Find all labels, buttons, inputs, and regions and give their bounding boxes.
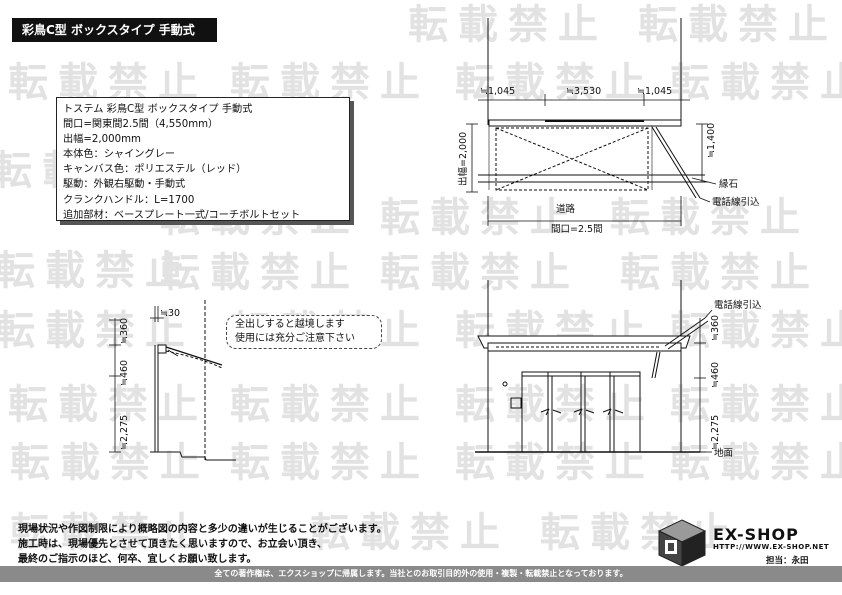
spec-line: 本体色：シャイングレー: [63, 149, 176, 161]
side-dim-2275: ≒2,275: [119, 415, 130, 450]
plan-phone-line: 電話線引込: [712, 196, 760, 208]
side-labels: ≒30 ≒360 ≒460 ≒2,275: [119, 308, 180, 450]
side-dim-360: ≒360: [119, 318, 130, 344]
spec-line: 出幅=2,000mm: [63, 134, 141, 146]
logo-name: EX-SHOP: [713, 525, 799, 544]
page-title: 彩鳥C型 ボックスタイプ 手動式: [12, 18, 217, 42]
plan-dim-center: ≒3,530: [566, 86, 601, 97]
site-notice: 現場状況や作図制限により概略図の内容と多少の違いが生じることがございます。 施工…: [18, 522, 387, 567]
side-dim-460: ≒460: [119, 360, 130, 386]
plan-dim-left: ≒1,045: [480, 86, 515, 97]
front-phone-line: 電話線引込: [714, 299, 762, 311]
note-line: 使用には充分ご注意下さい: [235, 333, 355, 344]
notice-line: 最終のご指示のほど、何卒、宜しくお願い致します。: [18, 554, 257, 565]
front-dim-2275: ≒2,275: [710, 415, 721, 450]
plan-height: ≒1,400: [706, 123, 717, 158]
spec-line: クランクハンドル：L=1700: [63, 194, 195, 206]
note-line: 全出しすると越境します: [235, 319, 345, 330]
spec-line: キャンバス色：ポリエステル（レッド）: [63, 164, 247, 176]
notice-line: 施工時は、現場優先とさせて頂きたく思いますので、お立会い頂き、: [18, 539, 327, 550]
spec-line: トステム 彩鳥C型 ボックスタイプ 手動式: [63, 104, 253, 115]
spec-line: 間口=関東間2.5間（4,550mm）: [63, 119, 219, 131]
side-view: [109, 300, 236, 461]
spec-line: 駆動：外観右駆動・手動式: [63, 179, 186, 191]
front-dim-460: ≒460: [710, 362, 721, 388]
staff-label: 担当：永田: [766, 556, 809, 566]
side-dim-30: ≒30: [160, 308, 180, 319]
spec-line: 追加部材：ベースプレート一式/コーチボルトセット: [63, 209, 301, 221]
plan-dim-right: ≒1,045: [637, 86, 672, 97]
plan-road: 道路: [556, 203, 576, 215]
notice-line: 現場状況や作図制限により概略図の内容と多少の違いが生じることがございます。: [18, 524, 387, 535]
plan-depth: 出幅=2,000: [457, 132, 469, 186]
ex-shop-cube-logo: [657, 519, 707, 567]
spec-box: トステム 彩鳥C型 ボックスタイプ 手動式 間口=関東間2.5間（4,550mm…: [56, 97, 350, 221]
plan-frontage: 間口=2.5間: [551, 224, 603, 235]
front-dim-360: ≒360: [710, 315, 721, 341]
front-view: [475, 280, 713, 453]
encroachment-note: 全出しすると越境します 使用には充分ご注意下さい: [226, 315, 382, 349]
plan-curb: 縁石: [719, 178, 738, 190]
front-ground: 地面: [714, 447, 733, 459]
plan-view: [466, 18, 717, 226]
plan-labels: ≒1,045 ≒3,530 ≒1,045 出幅=2,000 ≒1,400 縁石 …: [457, 86, 760, 235]
copyright-footer: 全ての著作権は、エクスショップに帰属します。当社とのお取引目的外の使用・複製・転…: [0, 566, 842, 582]
logo-url: HTTP://WWW.EX-SHOP.NET: [713, 543, 830, 551]
front-labels: 電話線引込 ≒360 ≒460 ≒2,275 地面: [710, 299, 762, 459]
